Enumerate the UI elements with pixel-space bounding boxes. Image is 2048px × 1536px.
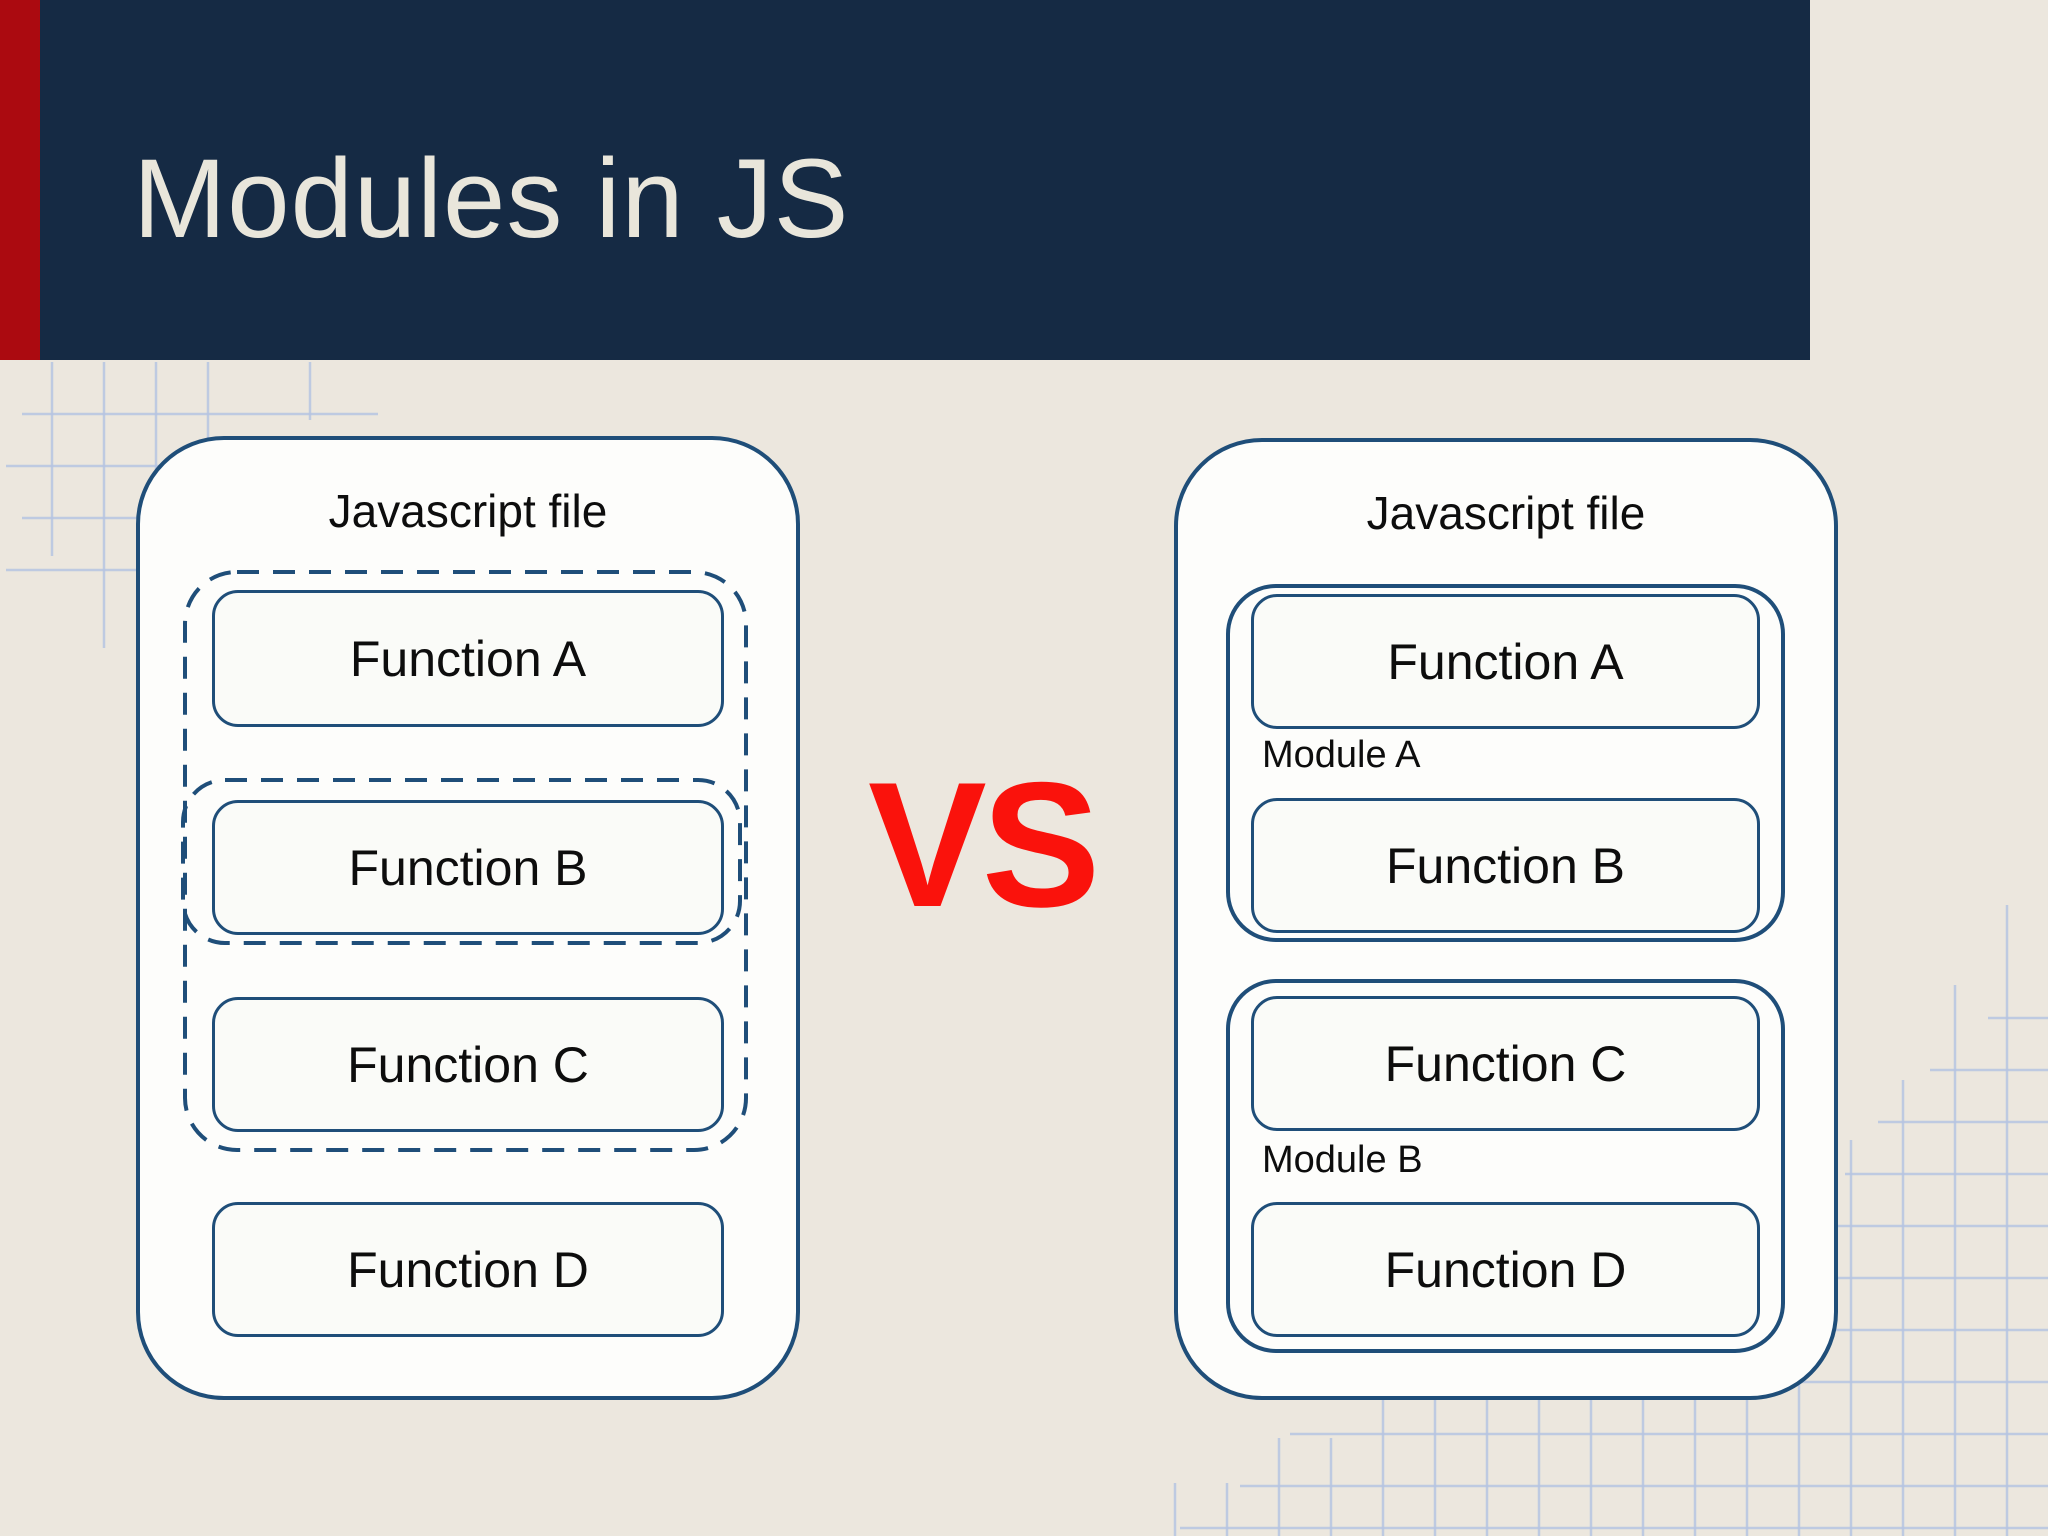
dashed-function-b-outline [181, 778, 742, 945]
right-function-a-box: Function A [1251, 594, 1760, 729]
left-function-c-box: Function C [212, 997, 724, 1132]
right-function-d-box: Function D [1251, 1202, 1760, 1337]
right-js-file-container: Javascript file Function A Module A Func… [1174, 438, 1838, 1400]
module-b-label: Module B [1262, 1139, 1423, 1181]
dashed-scope-outlines [181, 570, 748, 1152]
dashed-outer-scope-outline [183, 570, 748, 1152]
left-js-file-container: Javascript file Function A Function B Fu… [136, 436, 800, 1400]
right-function-b-box: Function B [1251, 798, 1760, 933]
vs-label: VS [868, 745, 1100, 944]
right-file-label: Javascript file [1366, 487, 1646, 539]
module-a-label: Module A [1262, 734, 1421, 776]
right-function-c-box: Function C [1251, 996, 1760, 1131]
left-function-b-box: Function B [212, 800, 724, 935]
title-banner: Modules in JS [0, 0, 1810, 360]
module-a-group: Function A Module A Function B [1226, 584, 1785, 942]
left-function-a-box: Function A [212, 590, 724, 727]
module-b-group: Function C Module B Function D [1226, 979, 1785, 1353]
left-file-label: Javascript file [328, 485, 608, 537]
left-function-d-box: Function D [212, 1202, 724, 1337]
red-accent-stripe [0, 0, 40, 360]
slide-title: Modules in JS [133, 136, 850, 261]
